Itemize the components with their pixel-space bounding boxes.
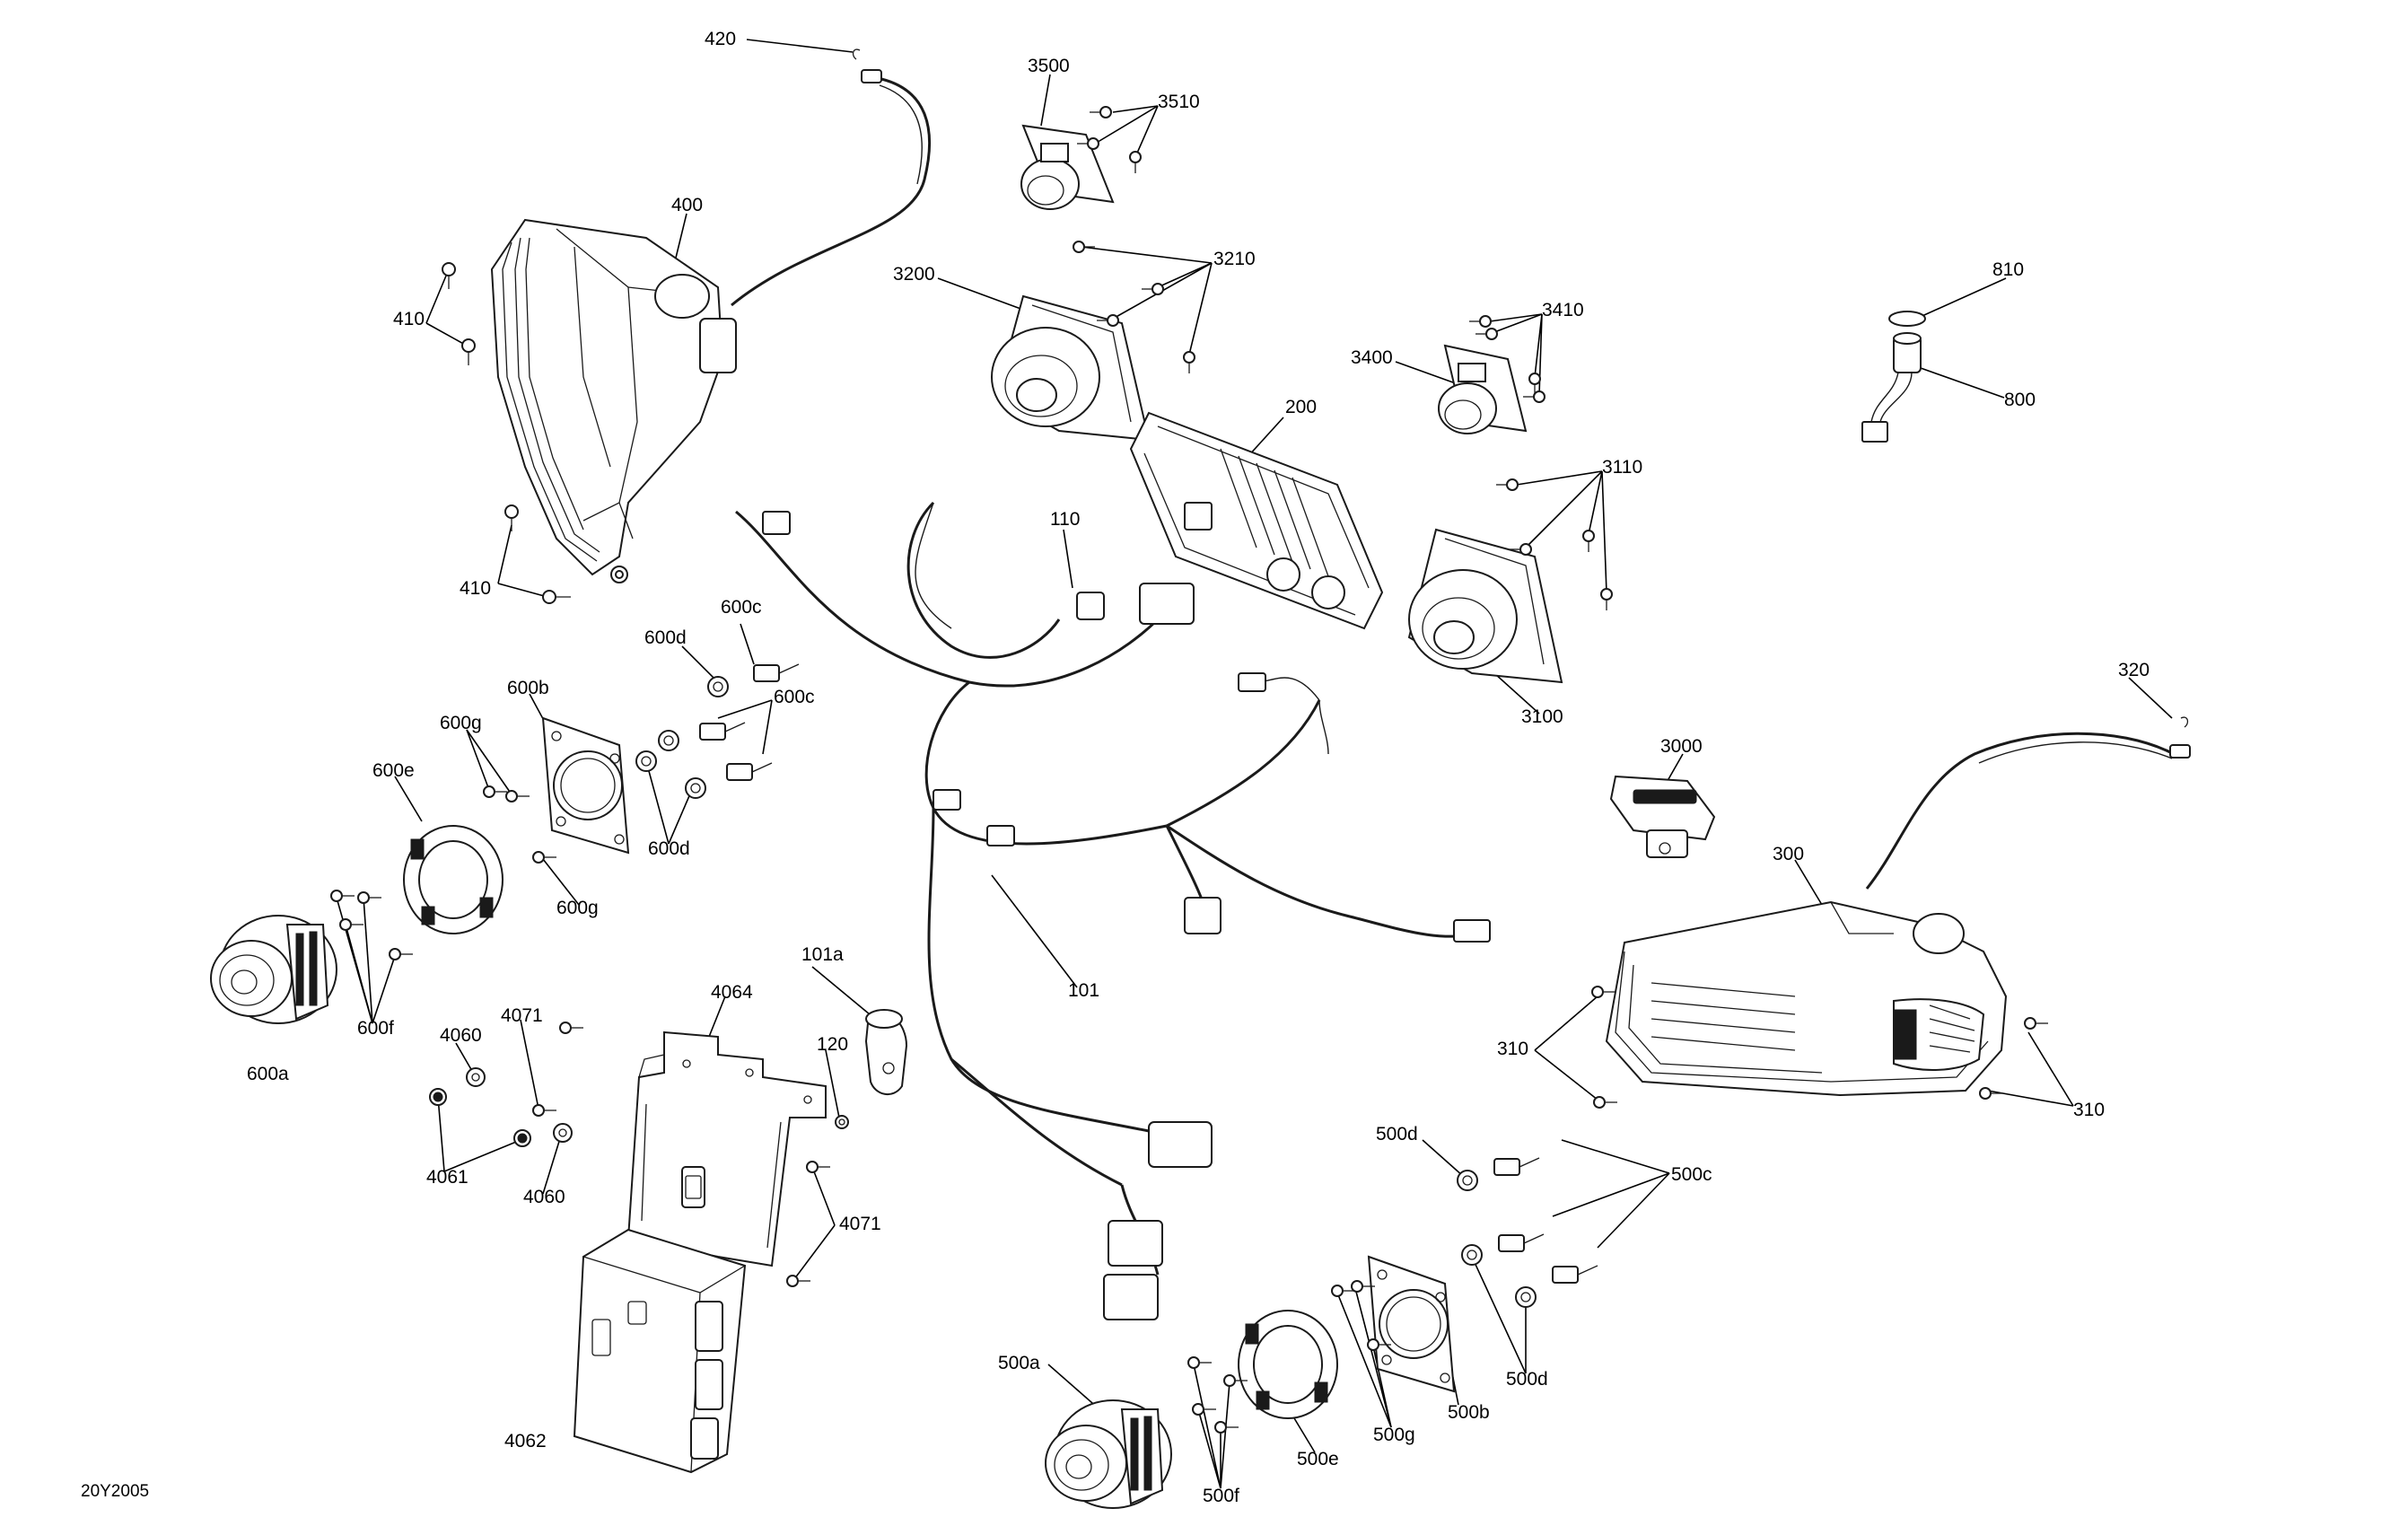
callout-4071-bottom: 4071 bbox=[839, 1214, 881, 1234]
right-headlight-cable bbox=[1865, 716, 2191, 890]
grommet-101a bbox=[864, 1009, 908, 1095]
fog-lamp-500a bbox=[1045, 1399, 1172, 1509]
callout-600c-top: 600c bbox=[721, 597, 762, 618]
callout-110: 110 bbox=[1050, 509, 1080, 530]
hardware-4060-4061-4071 bbox=[429, 1022, 830, 1287]
callout-3110: 3110 bbox=[1602, 457, 1642, 478]
callout-101a: 101a bbox=[801, 944, 844, 965]
screws-3210 bbox=[1073, 241, 1195, 373]
clip-120 bbox=[835, 1115, 849, 1129]
callout-300: 300 bbox=[1773, 844, 1804, 864]
callout-600e: 600e bbox=[372, 760, 415, 781]
callout-600b: 600b bbox=[507, 678, 549, 698]
bulbs-500 bbox=[1457, 1157, 1598, 1308]
callout-500b: 500b bbox=[1448, 1402, 1490, 1423]
switch-3000 bbox=[1609, 775, 1716, 858]
speaker-3100 bbox=[1407, 528, 1563, 684]
callout-420: 420 bbox=[705, 29, 736, 49]
gasket-600b bbox=[541, 716, 630, 855]
screws-600g bbox=[483, 785, 556, 864]
left-headlight bbox=[490, 218, 737, 583]
callout-120: 120 bbox=[817, 1034, 848, 1055]
callout-500e: 500e bbox=[1297, 1449, 1339, 1469]
screws-3510 bbox=[1077, 106, 1142, 173]
callout-3510: 3510 bbox=[1158, 92, 1200, 112]
callout-4064: 4064 bbox=[711, 982, 753, 1003]
screws-3110 bbox=[1496, 478, 1613, 610]
callout-410-top: 410 bbox=[393, 309, 425, 329]
callout-600g-bottom: 600g bbox=[556, 898, 599, 918]
screws-600f bbox=[330, 890, 413, 960]
callout-4061: 4061 bbox=[426, 1167, 468, 1188]
callout-400: 400 bbox=[671, 195, 703, 215]
callout-3410: 3410 bbox=[1542, 300, 1584, 320]
callout-810: 810 bbox=[1992, 259, 2024, 280]
wiring-harness-101 bbox=[735, 501, 1491, 1320]
callout-600a: 600a bbox=[247, 1064, 289, 1084]
callout-800: 800 bbox=[2004, 390, 2036, 410]
callout-4060-top: 4060 bbox=[440, 1025, 482, 1046]
screws-310 bbox=[1591, 986, 2048, 1109]
power-socket-800 bbox=[1861, 311, 1926, 443]
callout-4060-bottom: 4060 bbox=[523, 1187, 565, 1207]
callout-3400: 3400 bbox=[1351, 347, 1393, 368]
gasket-500b bbox=[1367, 1255, 1456, 1393]
ring-600e bbox=[403, 825, 503, 934]
left-headlight-cable bbox=[731, 48, 932, 307]
callout-410-bottom: 410 bbox=[460, 578, 491, 599]
callout-3200: 3200 bbox=[893, 264, 935, 285]
callout-600f: 600f bbox=[357, 1018, 394, 1039]
screws-410 bbox=[442, 262, 571, 604]
amplifier-200 bbox=[1129, 411, 1384, 630]
callout-4062: 4062 bbox=[504, 1431, 547, 1451]
callout-500c: 500c bbox=[1671, 1164, 1712, 1185]
callout-500g: 500g bbox=[1373, 1425, 1415, 1445]
ring-500e bbox=[1238, 1310, 1338, 1419]
callout-200: 200 bbox=[1285, 397, 1317, 417]
callout-500a: 500a bbox=[998, 1353, 1040, 1373]
diagram-code: 20Y2005 bbox=[81, 1482, 149, 1501]
callout-500f: 500f bbox=[1203, 1486, 1239, 1506]
callout-3210: 3210 bbox=[1213, 249, 1256, 269]
callout-600c-right: 600c bbox=[774, 687, 815, 707]
bulbs-600 bbox=[635, 663, 800, 799]
callout-500d-top: 500d bbox=[1376, 1124, 1418, 1144]
callout-3000: 3000 bbox=[1660, 736, 1703, 757]
callout-600g-top: 600g bbox=[440, 713, 482, 733]
callout-500d-bottom: 500d bbox=[1506, 1369, 1548, 1390]
screws-3410 bbox=[1469, 315, 1545, 403]
screws-500f bbox=[1187, 1356, 1248, 1434]
speaker-3200 bbox=[991, 294, 1151, 442]
module-4062 bbox=[573, 1228, 747, 1474]
fog-lamp-600a bbox=[210, 915, 337, 1024]
callout-3100: 3100 bbox=[1521, 706, 1563, 727]
right-headlight-300 bbox=[1605, 900, 2008, 1097]
callout-3500: 3500 bbox=[1028, 56, 1070, 76]
callout-310-left: 310 bbox=[1497, 1039, 1528, 1059]
screws-500g bbox=[1331, 1280, 1391, 1351]
callout-labels: 420 3500 3510 400 3200 3210 810 410 3410… bbox=[247, 29, 2150, 1506]
callout-600d-top: 600d bbox=[644, 627, 687, 648]
callout-4071-top: 4071 bbox=[501, 1005, 543, 1026]
callout-600d-bottom: 600d bbox=[648, 838, 690, 859]
callout-320: 320 bbox=[2118, 660, 2150, 680]
tweeter-3400 bbox=[1438, 344, 1528, 434]
callout-101: 101 bbox=[1068, 980, 1099, 1001]
bracket-4064 bbox=[626, 1030, 827, 1267]
tweeter-3500 bbox=[1020, 124, 1115, 210]
callout-310-right: 310 bbox=[2073, 1100, 2105, 1120]
